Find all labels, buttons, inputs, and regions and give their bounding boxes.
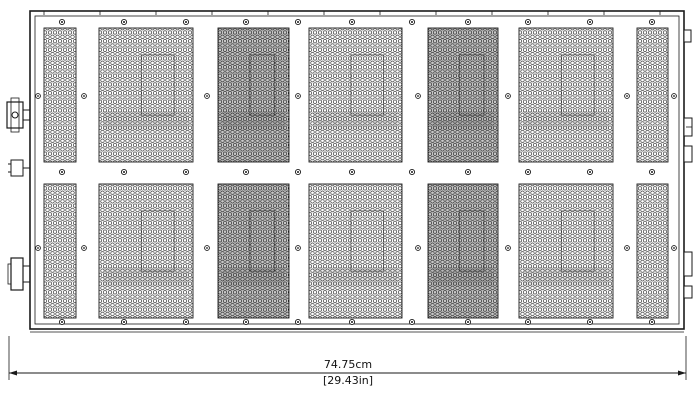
dimension-label-metric: 74.75cm	[324, 358, 372, 371]
screw	[464, 18, 472, 26]
screw	[120, 318, 128, 326]
screw	[348, 168, 356, 176]
screw	[505, 245, 511, 251]
screw	[294, 318, 302, 326]
mounting-screws	[35, 18, 677, 326]
screw	[624, 245, 630, 251]
screw	[242, 318, 250, 326]
left-small-connector	[8, 159, 30, 177]
screw	[348, 18, 356, 26]
screw	[204, 245, 210, 251]
width-dimension: 74.75cm [29.43in]	[8, 336, 687, 387]
screw	[524, 318, 532, 326]
right-upper-connector	[683, 117, 693, 137]
screw	[464, 318, 472, 326]
vent-panel	[636, 27, 669, 163]
enclosure-inner-border	[34, 15, 680, 325]
left-knob-connector	[6, 97, 30, 133]
vent-panel	[98, 183, 194, 319]
screw	[35, 245, 41, 251]
vent-panel	[308, 27, 403, 163]
screw	[648, 18, 656, 26]
screw	[408, 168, 416, 176]
screw	[182, 18, 190, 26]
screw	[648, 168, 656, 176]
screw	[294, 168, 302, 176]
right-top-connector	[683, 29, 692, 43]
screw	[242, 168, 250, 176]
vent-panel	[427, 183, 499, 319]
screw	[524, 18, 532, 26]
right-mid-connector	[683, 145, 693, 163]
screw	[348, 318, 356, 326]
right-lower-connector	[683, 251, 693, 277]
vent-panel	[43, 27, 77, 163]
screw	[415, 245, 421, 251]
screw	[58, 18, 66, 26]
dimension-arrow-left	[9, 370, 17, 376]
screw	[586, 168, 594, 176]
screw	[586, 18, 594, 26]
vent-panel	[217, 183, 290, 319]
left-connectors	[6, 97, 30, 291]
screw	[182, 168, 190, 176]
vent-panel	[98, 27, 194, 163]
screw	[415, 93, 421, 99]
vent-panel	[427, 27, 499, 163]
screw	[120, 18, 128, 26]
dimension-label-imperial: [29.43in]	[323, 374, 373, 387]
right-connectors	[683, 29, 693, 299]
screw	[671, 93, 677, 99]
dimension-arrow-right	[678, 370, 686, 376]
right-bottom-connector	[683, 285, 693, 299]
vent-panel	[308, 183, 403, 319]
vent-grid	[43, 27, 669, 319]
screw	[295, 93, 301, 99]
screw	[464, 168, 472, 176]
screw	[120, 168, 128, 176]
vent-panel	[518, 183, 614, 319]
screw	[58, 318, 66, 326]
screw	[58, 168, 66, 176]
screw	[204, 93, 210, 99]
screw	[671, 245, 677, 251]
screw	[294, 18, 302, 26]
screw	[648, 318, 656, 326]
screw	[81, 93, 87, 99]
screw	[408, 18, 416, 26]
screw	[35, 93, 41, 99]
left-plug-connector	[7, 257, 30, 291]
screw	[408, 318, 416, 326]
screw	[182, 318, 190, 326]
vent-panel	[636, 183, 669, 319]
screw	[624, 93, 630, 99]
screw	[81, 245, 87, 251]
screw	[505, 93, 511, 99]
screw	[242, 18, 250, 26]
vent-panel	[43, 183, 77, 319]
screw	[586, 318, 594, 326]
screw	[524, 168, 532, 176]
vent-panel	[217, 27, 290, 163]
top-edge-marks	[43, 11, 661, 15]
vent-panel	[518, 27, 614, 163]
screw	[295, 245, 301, 251]
